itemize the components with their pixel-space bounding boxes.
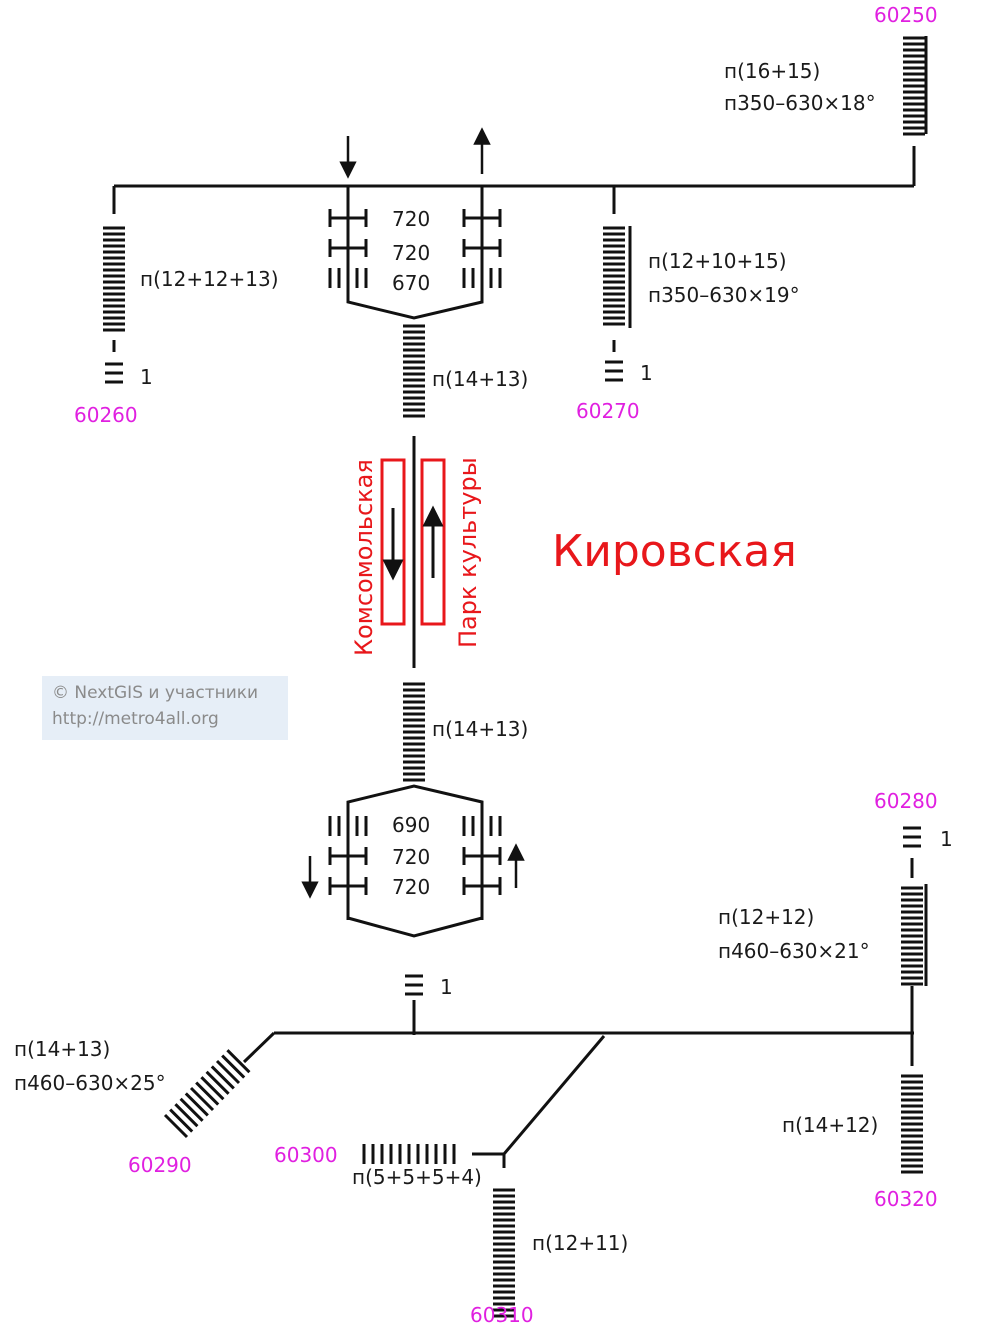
turnstile-width: 670 xyxy=(392,271,430,295)
escalator-count: 1 xyxy=(940,827,953,851)
train-right-direction: Парк культуры xyxy=(454,457,482,648)
train-left-box xyxy=(380,458,406,626)
exit-60310-label[interactable]: 60310 xyxy=(470,1303,534,1324)
stairs-label: п(14+12) xyxy=(782,1113,878,1137)
stairs-label: п(16+15) xyxy=(724,59,820,83)
stair-step xyxy=(174,1103,199,1128)
stair-step xyxy=(169,1108,194,1133)
exit-60290-label[interactable]: 60290 xyxy=(128,1153,192,1177)
credit-line: © NextGIS и участники xyxy=(52,683,259,703)
stairs-label: п(14+13) xyxy=(432,717,528,741)
exit-60270-label[interactable]: 60270 xyxy=(576,399,640,423)
stair-rails xyxy=(628,36,928,986)
escalator-count: 1 xyxy=(440,975,453,999)
credit-link[interactable]: http://metro4all.org xyxy=(52,709,219,729)
stairs-spec: п460–630×21° xyxy=(718,939,870,963)
train-right-box xyxy=(420,458,446,626)
stairs-label: п(14+13) xyxy=(14,1037,110,1061)
stair-step xyxy=(210,1065,235,1090)
stair-step xyxy=(226,1049,251,1074)
turnstile-width: 720 xyxy=(392,875,430,899)
stair-step xyxy=(205,1070,230,1095)
stairs-label: п(12+10+15) xyxy=(648,249,787,273)
escalator-count: 1 xyxy=(640,361,653,385)
turnstile-width: 690 xyxy=(392,813,430,837)
stairs-spec: п350–630×18° xyxy=(724,91,876,115)
stairs-label: п(12+11) xyxy=(532,1231,628,1255)
exit-60250-label[interactable]: 60250 xyxy=(874,3,938,27)
turnstiles xyxy=(328,209,502,895)
copyright-notice: © NextGIS и участники http://metro4all.o… xyxy=(42,676,288,740)
stairs-label: п(12+12) xyxy=(718,905,814,929)
stairs-hatches xyxy=(103,36,925,1318)
stairs-label: п(14+13) xyxy=(432,367,528,391)
stair-step xyxy=(215,1059,241,1085)
stair-step xyxy=(184,1092,209,1117)
turnstile-width: 720 xyxy=(392,845,430,869)
station-name: Кировская xyxy=(552,526,797,577)
stair-step xyxy=(179,1097,204,1122)
corridor-lines xyxy=(112,146,916,1168)
stair-step xyxy=(163,1113,189,1139)
stair-step xyxy=(195,1081,220,1106)
exit-60260-label[interactable]: 60260 xyxy=(74,403,138,427)
stair-step xyxy=(200,1076,225,1101)
turnstile-width: 720 xyxy=(392,207,430,231)
stairs-spec: п350–630×19° xyxy=(648,283,800,307)
exit-60320-label[interactable]: 60320 xyxy=(874,1187,938,1211)
exit-60280-label[interactable]: 60280 xyxy=(874,789,938,813)
train-left-direction: Комсомольская xyxy=(350,459,378,656)
stairs-spec: п460–630×25° xyxy=(14,1071,166,1095)
flow-arrows xyxy=(301,127,525,899)
stairs-label: п(12+12+13) xyxy=(140,267,279,291)
stairs-label: п(5+5+5+4) xyxy=(352,1165,482,1189)
escalator-count: 1 xyxy=(140,365,153,389)
turnstile-width: 720 xyxy=(392,241,430,265)
exit-60300-label[interactable]: 60300 xyxy=(274,1143,338,1167)
stair-step xyxy=(189,1086,215,1112)
stair-step xyxy=(221,1054,246,1079)
platform: Комсомольская Парк культуры xyxy=(350,457,482,656)
